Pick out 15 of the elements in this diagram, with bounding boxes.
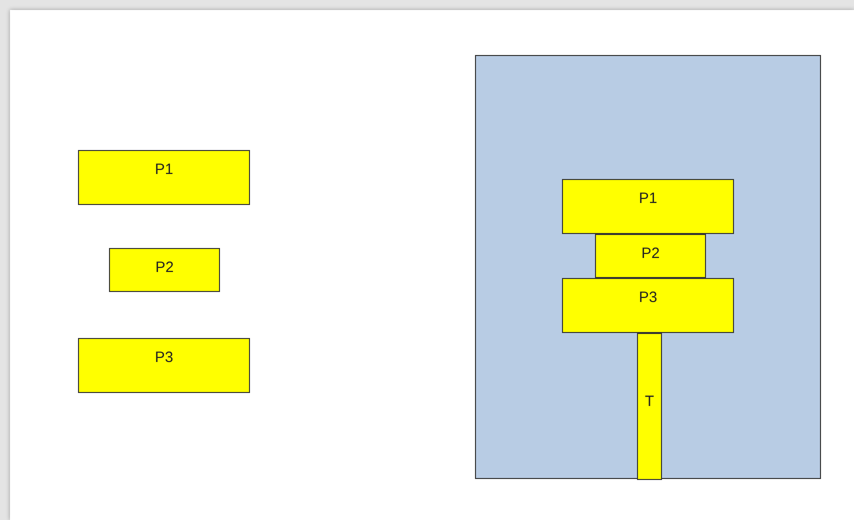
container-panel	[475, 55, 821, 479]
process-box	[562, 179, 734, 234]
process-box	[78, 150, 250, 205]
box-label: P3	[638, 289, 658, 307]
box-label: P3	[154, 349, 174, 367]
process-box	[109, 248, 220, 292]
process-box	[595, 234, 706, 278]
box-label: P1	[154, 161, 174, 179]
box-label: T	[644, 392, 654, 410]
box-label: P2	[155, 259, 174, 277]
process-box	[562, 278, 734, 333]
process-box	[78, 338, 250, 393]
box-label: P2	[641, 245, 660, 263]
box-label: P1	[638, 190, 658, 208]
bar	[637, 333, 662, 480]
